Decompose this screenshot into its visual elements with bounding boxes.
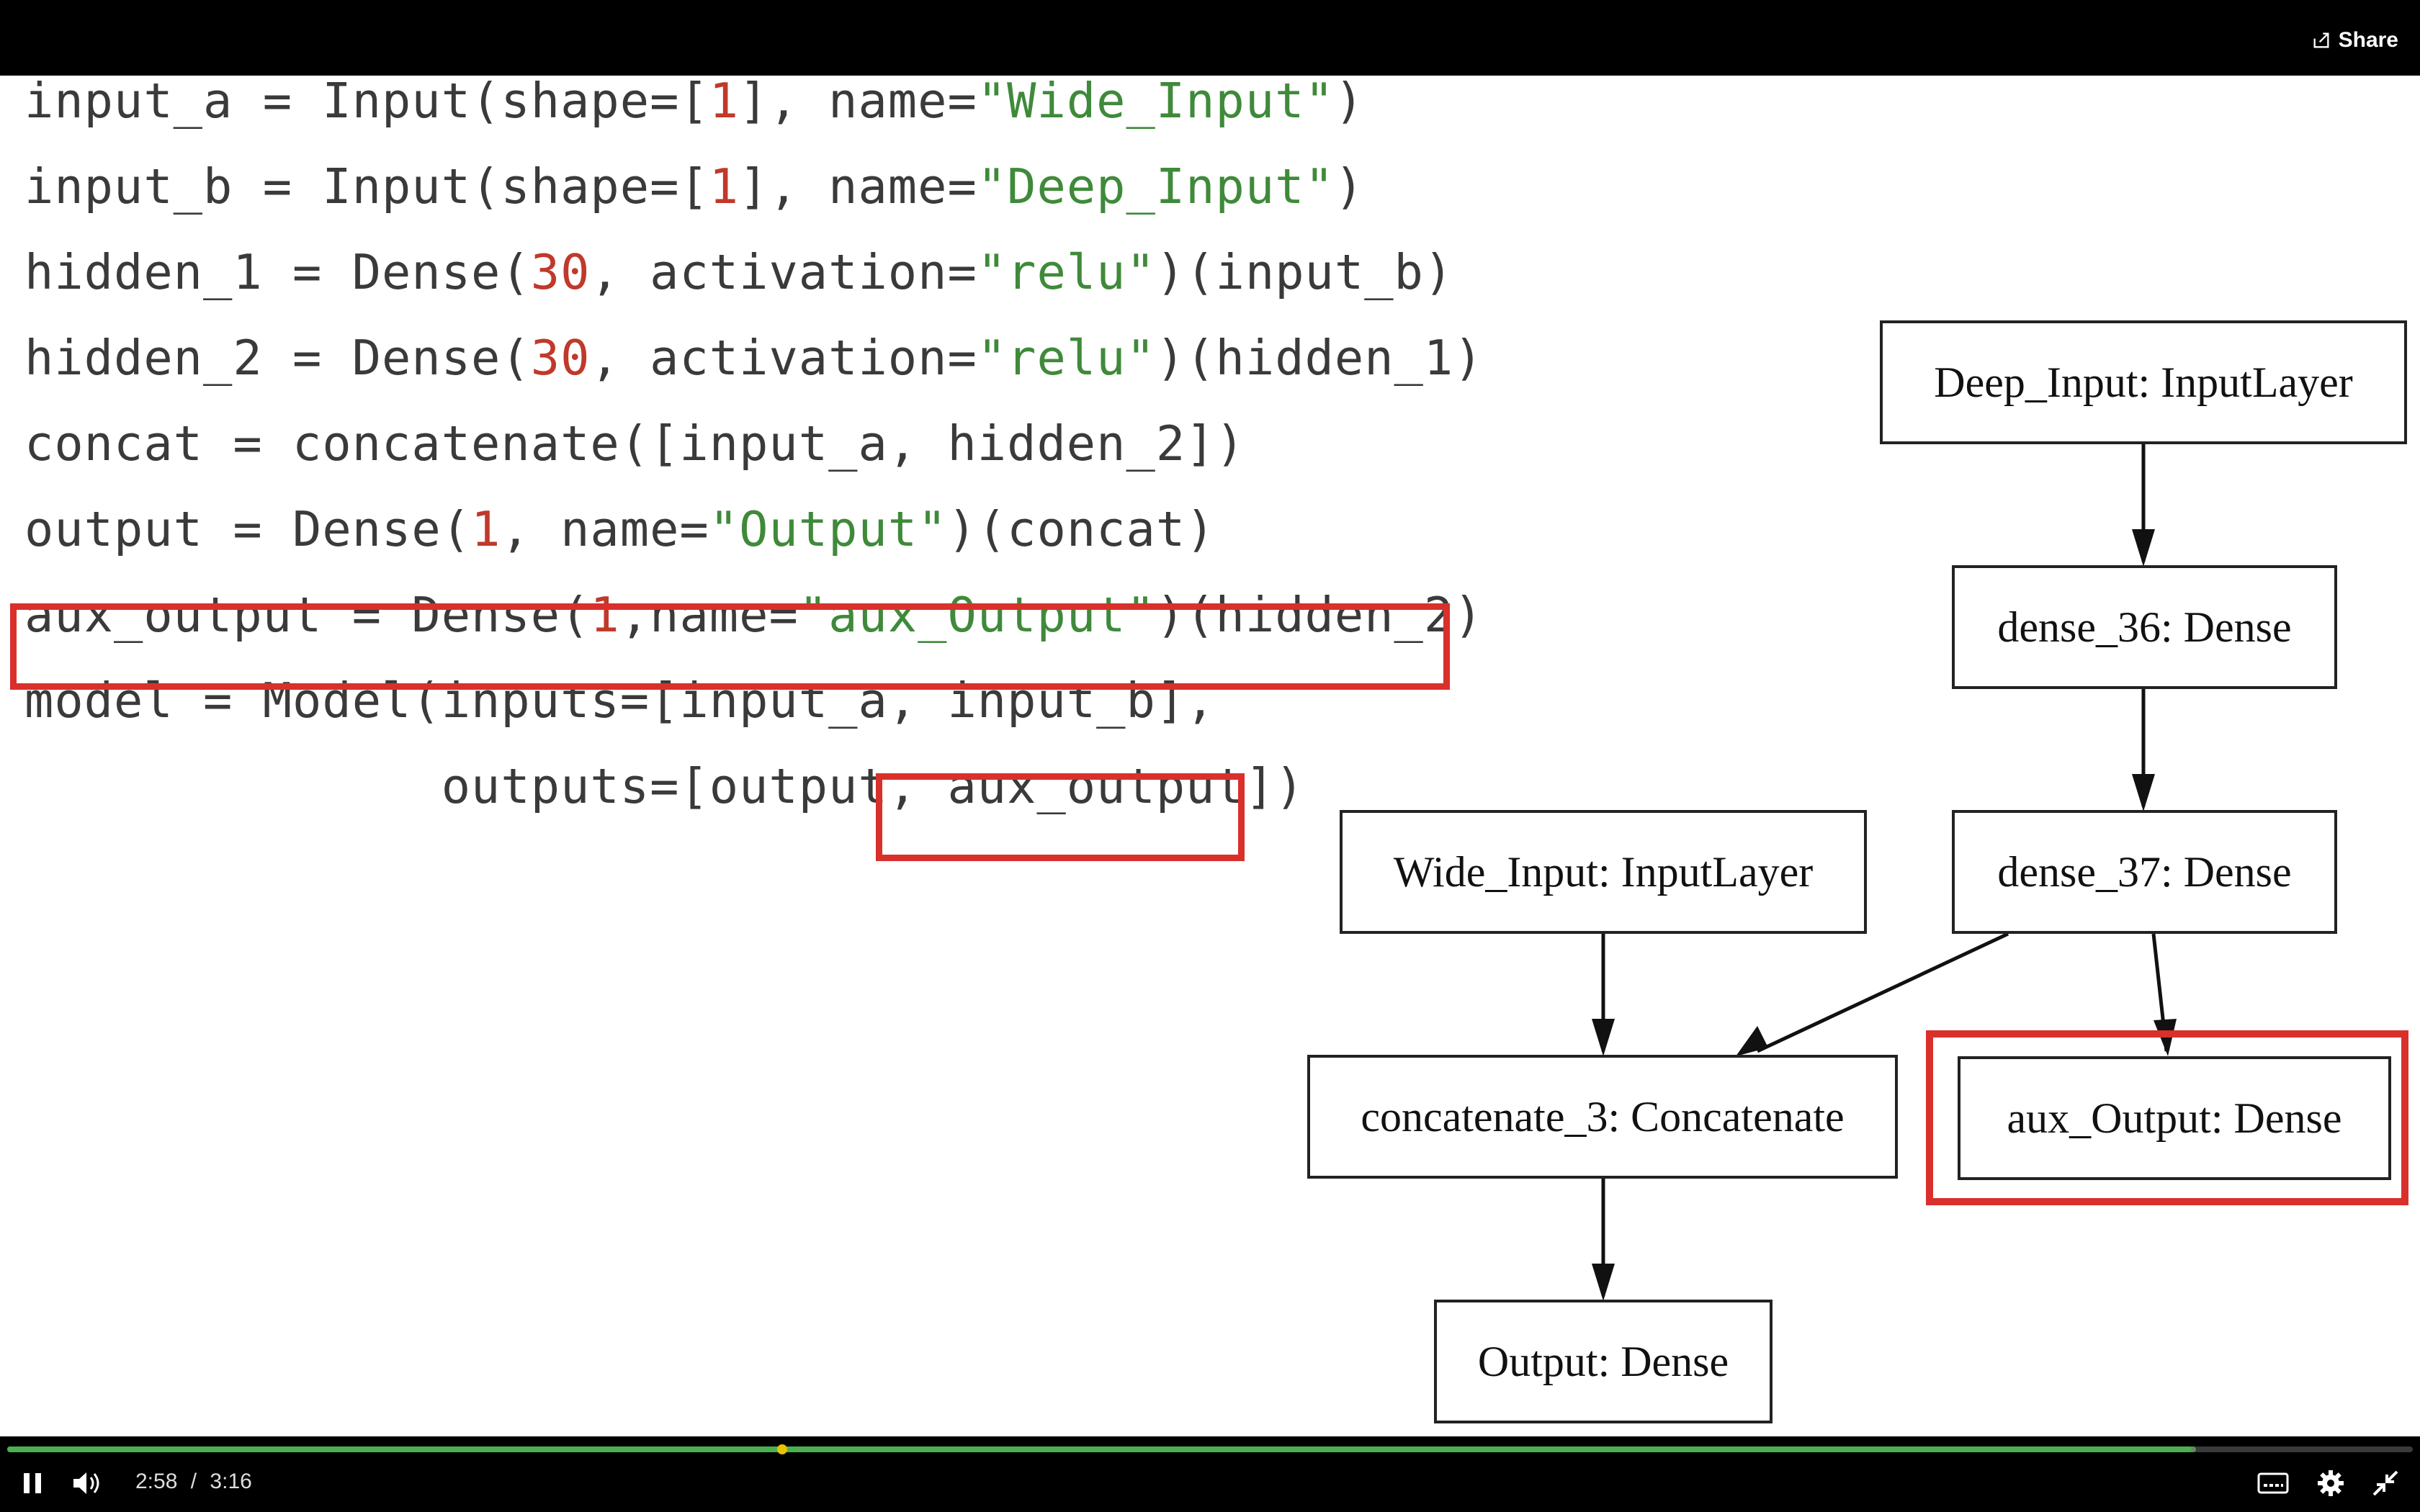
code-text: aux_output = Dense( xyxy=(24,587,591,643)
code-number: 30 xyxy=(530,244,591,300)
time-separator: / xyxy=(190,1470,197,1493)
code-line: input_b = Input(shape=[1], name="Deep_In… xyxy=(24,158,1364,215)
node-dense-36: dense_36: Dense xyxy=(1952,565,2337,689)
pause-button[interactable] xyxy=(22,1465,43,1501)
captions-icon xyxy=(2257,1472,2289,1494)
code-text: model = Model(inputs=[input_a, input_b], xyxy=(24,672,1216,729)
code-text: hidden_1 = Dense( xyxy=(24,244,531,300)
code-text: )(hidden_2) xyxy=(1155,587,1484,643)
code-text: ], name= xyxy=(739,158,977,215)
player-controls: 2:58 / 3:16 xyxy=(0,1436,2420,1512)
code-number: 30 xyxy=(530,330,591,386)
arrowhead-dense-37 xyxy=(2132,774,2155,811)
arrowhead-concatenate-left xyxy=(1592,1019,1615,1056)
code-text: , activation= xyxy=(590,244,977,300)
arrowhead-aux-output xyxy=(2154,1019,2177,1056)
node-dense-37: dense_37: Dense xyxy=(1952,810,2337,934)
code-text: , activation= xyxy=(590,330,977,386)
code-string: "Wide_Input" xyxy=(977,76,1335,129)
chapter-marker xyxy=(776,1444,787,1454)
code-text: ) xyxy=(1334,76,1365,129)
code-text: )(input_b) xyxy=(1155,244,1454,300)
code-highlight-aux-output-line xyxy=(10,603,1450,690)
arrowhead-concatenate-right xyxy=(1736,1026,1768,1056)
code-line: concat = concatenate([input_a, hidden_2]… xyxy=(24,415,1245,472)
code-text: outputs=[output, aux_output]) xyxy=(24,758,1305,814)
code-text: output = Dense( xyxy=(24,501,472,557)
code-text: ,name= xyxy=(619,587,799,643)
share-button[interactable]: Share xyxy=(2311,24,2398,56)
code-line: hidden_1 = Dense(30, activation="relu")(… xyxy=(24,243,1453,301)
node-concatenate: concatenate_3: Concatenate xyxy=(1307,1055,1898,1179)
video-frame: input_a = Input(shape=[1], name="Wide_In… xyxy=(0,76,2420,1436)
code-line: hidden_2 = Dense(30, activation="relu")(… xyxy=(24,329,1484,387)
code-string: "relu" xyxy=(977,330,1156,386)
code-text: , name= xyxy=(501,501,709,557)
code-string: "relu" xyxy=(977,244,1156,300)
share-label: Share xyxy=(2338,28,2398,52)
code-number: 1 xyxy=(709,158,740,215)
arrowhead-dense-36 xyxy=(2132,529,2155,567)
code-line: aux_output = Dense(1,name="aux_Output")(… xyxy=(24,586,1484,644)
gear-icon xyxy=(2318,1470,2344,1496)
seek-bar[interactable] xyxy=(7,1444,2413,1454)
captions-button[interactable] xyxy=(2257,1465,2289,1501)
code-line: input_a = Input(shape=[1], name="Wide_In… xyxy=(24,76,1364,130)
current-time: 2:58 xyxy=(135,1470,178,1493)
code-number: 1 xyxy=(709,76,740,129)
share-icon xyxy=(2313,32,2329,48)
played-bar xyxy=(7,1446,2192,1452)
code-string: "aux_Output" xyxy=(798,587,1156,643)
code-highlight-aux-output-arg xyxy=(876,773,1245,861)
node-output: Output: Dense xyxy=(1434,1300,1773,1423)
code-string: "Output" xyxy=(709,501,948,557)
code-number: 1 xyxy=(471,501,501,557)
node-highlight-aux-output xyxy=(1926,1030,2408,1205)
exit-fullscreen-button[interactable] xyxy=(2371,1465,2400,1501)
code-text: ) xyxy=(1334,158,1365,215)
code-string: "Deep_Input" xyxy=(977,158,1335,215)
pause-icon xyxy=(24,1473,41,1493)
time-display: 2:58 / 3:16 xyxy=(135,1470,252,1494)
code-line: output = Dense(1, name="Output")(concat) xyxy=(24,500,1216,558)
code-line: outputs=[output, aux_output]) xyxy=(24,757,1305,815)
code-text: )(concat) xyxy=(947,501,1216,557)
node-deep-input: Deep_Input: InputLayer xyxy=(1880,320,2407,444)
code-text: concat = concatenate([input_a, hidden_2]… xyxy=(24,415,1245,472)
code-text: input_a = Input(shape=[ xyxy=(24,76,709,129)
code-text: )(hidden_1) xyxy=(1155,330,1484,386)
duration: 3:16 xyxy=(210,1470,252,1493)
volume-icon xyxy=(73,1472,99,1494)
code-text: hidden_2 = Dense( xyxy=(24,330,531,386)
code-text: ], name= xyxy=(739,76,977,129)
code-text: input_b = Input(shape=[ xyxy=(24,158,709,215)
settings-button[interactable] xyxy=(2316,1465,2345,1501)
volume-button[interactable] xyxy=(71,1465,102,1501)
code-line: model = Model(inputs=[input_a, input_b], xyxy=(24,672,1216,729)
code-number: 1 xyxy=(590,587,620,643)
node-wide-input: Wide_Input: InputLayer xyxy=(1340,810,1867,934)
top-bar: Share xyxy=(0,0,2420,76)
edge-dense-37-concatenate xyxy=(1756,932,2009,1053)
arrowhead-output xyxy=(1592,1264,1615,1301)
model-graph xyxy=(1592,443,2177,1301)
node-aux-output: aux_Output: Dense xyxy=(1958,1056,2391,1180)
exit-fullscreen-icon xyxy=(2372,1470,2398,1496)
